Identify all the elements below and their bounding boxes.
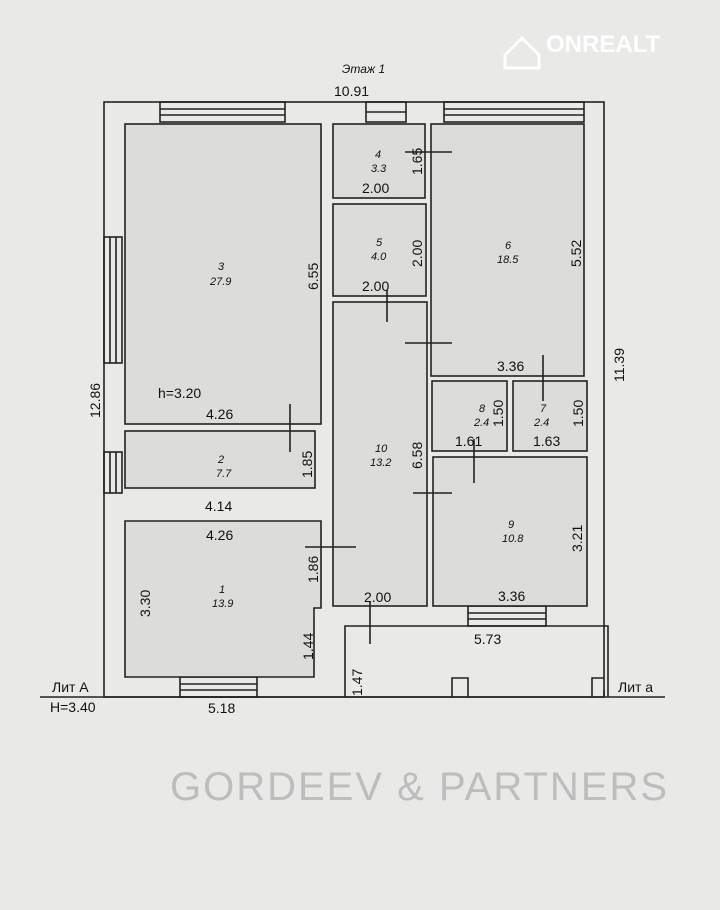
svg-text:10: 10 xyxy=(375,443,388,455)
svg-text:6.58: 6.58 xyxy=(409,442,425,469)
svg-text:6: 6 xyxy=(505,240,512,252)
svg-text:1.63: 1.63 xyxy=(533,433,560,449)
dim-bottom: 5.18 xyxy=(208,700,235,716)
svg-text:4.26: 4.26 xyxy=(206,527,233,543)
svg-text:3.30: 3.30 xyxy=(137,590,153,617)
svg-text:13.9: 13.9 xyxy=(212,598,233,610)
svg-text:4.0: 4.0 xyxy=(371,251,387,263)
svg-text:1.50: 1.50 xyxy=(490,400,506,427)
svg-text:2.00: 2.00 xyxy=(364,589,391,605)
svg-text:6.55: 6.55 xyxy=(305,263,321,290)
svg-text:7: 7 xyxy=(540,403,547,415)
room-5 xyxy=(332,203,427,297)
svg-text:4.26: 4.26 xyxy=(206,406,233,422)
height-label: H=3.40 xyxy=(50,699,96,715)
dim-porch-depth: 1.47 xyxy=(349,669,365,696)
room-3 xyxy=(124,123,322,425)
gordeev-watermark: GORDEEV & PARTNERS xyxy=(170,765,669,809)
porch xyxy=(344,625,609,697)
room-4 xyxy=(332,123,426,199)
svg-text:1.50: 1.50 xyxy=(570,400,586,427)
svg-text:27.9: 27.9 xyxy=(209,276,231,288)
svg-text:2.4: 2.4 xyxy=(473,417,489,429)
svg-text:18.5: 18.5 xyxy=(497,254,519,266)
dim-porch: 5.73 xyxy=(474,631,501,647)
svg-text:5.52: 5.52 xyxy=(568,240,584,267)
windows xyxy=(103,101,585,698)
room-6 xyxy=(430,123,585,377)
svg-text:2.00: 2.00 xyxy=(409,240,425,267)
svg-text:1.44: 1.44 xyxy=(300,633,316,660)
svg-text:1.86: 1.86 xyxy=(305,556,321,583)
floor-title: Этаж 1 xyxy=(342,62,385,76)
svg-text:10.8: 10.8 xyxy=(502,533,524,545)
room3-height: h=3.20 xyxy=(158,385,201,401)
lit-a-label: Лит А xyxy=(52,679,89,695)
dim-right: 11.39 xyxy=(611,348,627,382)
room-2 xyxy=(124,430,316,489)
svg-text:4.14: 4.14 xyxy=(205,498,232,514)
svg-text:2.00: 2.00 xyxy=(362,278,389,294)
svg-text:1: 1 xyxy=(219,584,225,596)
svg-text:7.7: 7.7 xyxy=(216,468,232,480)
svg-text:1.61: 1.61 xyxy=(455,433,482,449)
svg-text:13.2: 13.2 xyxy=(370,457,391,469)
lit-a-lower-label: Лит а xyxy=(618,679,653,695)
outer-walls xyxy=(40,101,665,698)
svg-text:3.21: 3.21 xyxy=(569,525,585,552)
svg-text:4: 4 xyxy=(375,149,381,161)
svg-text:ONREALT: ONREALT xyxy=(546,31,661,58)
onrealt-logo: ONREALT xyxy=(503,31,661,70)
room-1 xyxy=(124,520,322,678)
svg-text:3.36: 3.36 xyxy=(498,588,525,604)
svg-text:2.00: 2.00 xyxy=(362,180,389,196)
room-dims: 4.26 3.30 1.86 1.44 4.14 1.85 4.26 6.55 … xyxy=(137,148,586,660)
room-8 xyxy=(431,380,508,452)
svg-text:5: 5 xyxy=(376,237,383,249)
svg-text:1.85: 1.85 xyxy=(299,451,315,478)
svg-text:3.36: 3.36 xyxy=(497,358,524,374)
svg-text:9: 9 xyxy=(508,519,514,531)
svg-text:2.4: 2.4 xyxy=(533,417,549,429)
dim-top: 10.91 xyxy=(334,83,369,99)
room-10 xyxy=(332,301,428,607)
svg-text:8: 8 xyxy=(479,403,486,415)
room-9 xyxy=(432,456,588,607)
svg-text:2: 2 xyxy=(217,454,224,466)
room-7 xyxy=(512,380,588,452)
svg-text:3: 3 xyxy=(218,261,225,273)
svg-text:1.65: 1.65 xyxy=(409,148,425,175)
door-marks xyxy=(289,151,544,644)
room-labels: 1 13.9 2 7.7 3 27.9 4 3.3 5 4.0 6 18.5 7 2.4 8 2… xyxy=(209,149,549,610)
svg-text:3.3: 3.3 xyxy=(371,163,387,175)
rooms xyxy=(124,123,609,697)
dim-left: 12.86 xyxy=(87,383,103,418)
